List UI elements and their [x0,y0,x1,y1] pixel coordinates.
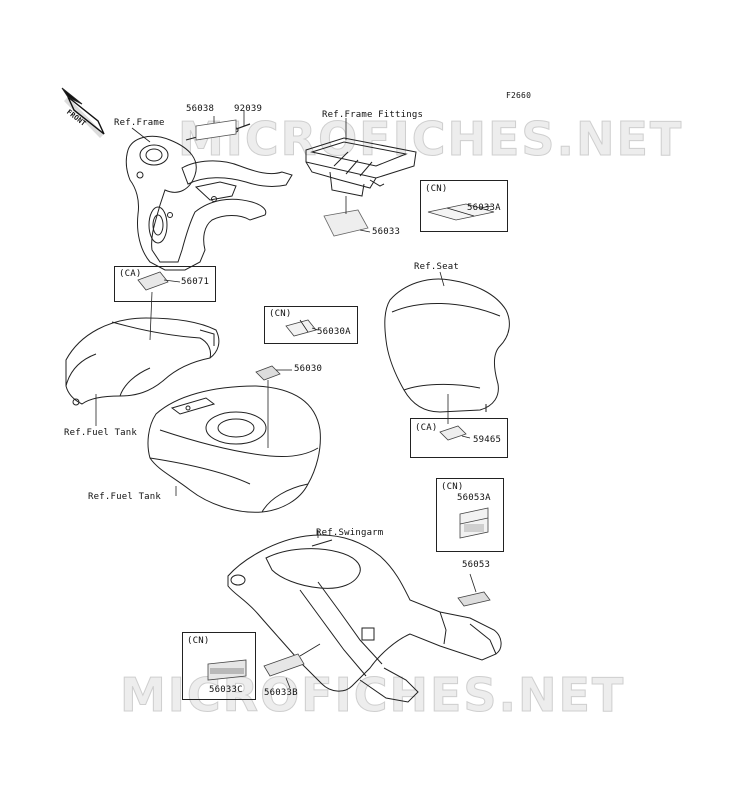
part-56033A-label: 56033A [467,203,501,213]
region-ca-label: (CA) [415,423,438,433]
part-56030A-label: 56030A [317,327,351,337]
frame-illustration [125,121,293,271]
ref-swingarm-label: Ref.Swingarm [316,528,384,538]
part-92039-label: 92039 [234,104,263,114]
ref-seat-label: Ref.Seat [414,262,459,272]
ref-fuel-tank-top-label: Ref.Fuel Tank [88,492,162,502]
callout-56033A-box: (CN) 56033A [420,180,508,232]
seat-illustration [384,278,510,413]
callout-59465-box: (CA) 59465 [410,418,508,458]
part-56038-label: 56038 [186,104,215,114]
region-cn-label: (CN) [425,184,448,194]
swingarm-illustration [227,534,502,703]
part-59465-label: 59465 [473,435,502,445]
ref-frame-fittings-label: Ref.Frame Fittings [322,110,424,120]
region-cn-label: (CN) [441,482,464,492]
front-arrow-icon [61,87,105,138]
ref-fuel-tank-side-label: Ref.Fuel Tank [64,428,138,438]
ref-frame-label: Ref.Frame [114,118,165,128]
part-56053-label: 56053 [462,560,491,570]
fuel-tank-side-illustration [65,317,220,406]
region-cn-label: (CN) [269,309,292,319]
callout-56053A-box: (CN) 56053A [436,478,504,552]
part-56033C-label: 56033C [209,685,243,695]
fuel-tank-top-illustration [147,385,321,513]
part-56030-label: 56030 [294,364,323,374]
figure-code: F2660 [506,91,532,100]
callout-56030A-box: (CN) 56030A [264,306,358,344]
part-56053A-label: 56053A [457,493,491,503]
callout-56033C-box: (CN) 56033C [182,632,256,700]
watermark-top: MICROFICHES.NET [177,112,684,167]
frame-fittings-illustration [305,137,417,197]
watermark-bottom: MICROFICHES.NET [119,668,626,723]
part-56071-label: 56071 [181,277,210,287]
callout-56071-box: (CA) 56071 [114,266,216,302]
region-ca-label: (CA) [119,269,142,279]
region-cn-label: (CN) [187,636,210,646]
part-56033B-label: 56033B [264,688,298,698]
part-56033-label: 56033 [372,227,401,237]
